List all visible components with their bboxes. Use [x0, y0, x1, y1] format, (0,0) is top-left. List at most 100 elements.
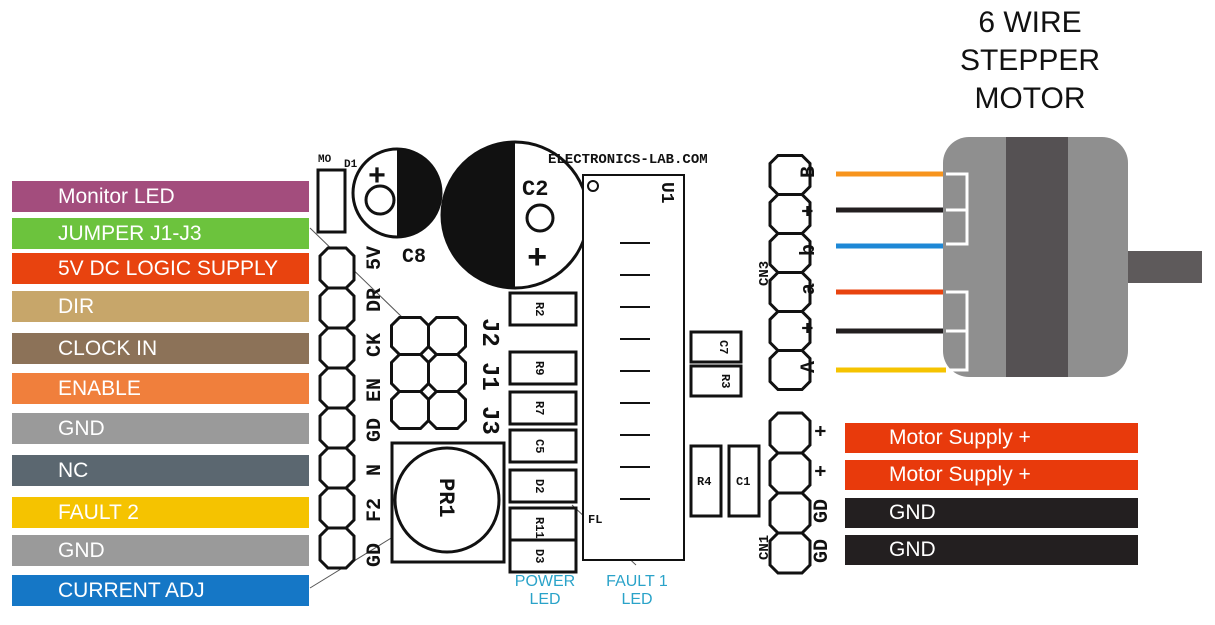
small-parts: [689, 330, 761, 518]
cn1-marks: + + GD GD: [811, 425, 834, 563]
svg-text:C7: C7: [716, 340, 730, 354]
cn1-pin: [768, 411, 812, 455]
left-header-pin: [318, 246, 356, 290]
svg-text:R2: R2: [532, 302, 546, 316]
svg-text:+: +: [527, 241, 547, 279]
part-d3: D3: [508, 538, 578, 574]
c8-text: C8: [402, 246, 426, 269]
left-header-pin: [318, 366, 356, 410]
jumper-pin: [427, 353, 467, 393]
svg-text:J2: J2: [475, 318, 502, 347]
jumper-pin: [427, 316, 467, 356]
part-d2: D2: [508, 468, 578, 504]
svg-text:+: +: [798, 322, 821, 334]
svg-text:a: a: [798, 283, 821, 295]
svg-text:CK: CK: [364, 333, 387, 357]
svg-text:C5: C5: [532, 439, 546, 453]
svg-text:N: N: [364, 464, 387, 476]
c8-capacitor: + C8: [351, 147, 443, 269]
motor-title: 6 WIRE STEPPER MOTOR: [959, 6, 1101, 115]
left-header: [318, 246, 356, 570]
part-r7: R7: [508, 390, 578, 426]
pin-label: NC: [12, 455, 309, 486]
svg-text:R9: R9: [532, 361, 546, 375]
supply-label: GND: [845, 498, 1138, 528]
svg-text:EN: EN: [364, 378, 387, 402]
d1-text: D1: [344, 159, 358, 171]
monitor-led-footprint: MO D1: [316, 154, 358, 234]
cn1-pin: [768, 491, 812, 535]
svg-text:D2: D2: [532, 479, 546, 493]
svg-text:A: A: [798, 361, 821, 373]
cn3-pin: [768, 349, 812, 391]
c2-capacitor: C2 +: [440, 140, 590, 290]
pin-label: CLOCK IN: [12, 333, 309, 364]
cn1-pin: [768, 451, 812, 495]
cn1-connector: [768, 411, 812, 575]
svg-text:GD: GD: [811, 539, 834, 563]
supply-label: GND: [845, 535, 1138, 565]
left-header-pin: [318, 286, 356, 330]
svg-text:FL: FL: [588, 513, 602, 527]
cn3-connector: [768, 154, 812, 391]
jumper-pin: [390, 390, 430, 430]
svg-text:R7: R7: [532, 401, 546, 415]
svg-text:J3: J3: [475, 406, 502, 435]
pin-label: ENABLE: [12, 373, 309, 404]
pr1-text: PR1: [433, 478, 458, 518]
svg-text:GD: GD: [811, 499, 834, 523]
svg-text:GD: GD: [364, 543, 387, 567]
svg-text:R11: R11: [532, 517, 546, 539]
c2-text: C2: [522, 177, 548, 202]
jumper-pin: [390, 316, 430, 356]
left-header-pin: [318, 486, 356, 530]
svg-text:b: b: [798, 244, 821, 256]
svg-text:C1: C1: [736, 475, 750, 489]
svg-text:CN1: CN1: [757, 535, 773, 560]
pin-label: CURRENT ADJ: [12, 575, 309, 606]
svg-text:F2: F2: [364, 498, 387, 522]
svg-text:R4: R4: [697, 475, 711, 489]
motor-wires: [836, 171, 946, 373]
svg-text:B: B: [798, 166, 821, 178]
svg-text:+: +: [811, 465, 834, 477]
pin-label: Monitor LED: [12, 181, 309, 212]
j-labels: J2 J1 J3: [475, 318, 502, 435]
svg-text:+: +: [368, 161, 386, 195]
stepper-motor: [943, 137, 1202, 377]
cn1-pin: [768, 531, 812, 575]
pin-label: GND: [12, 535, 309, 566]
pin-label: 5V DC LOGIC SUPPLY: [12, 253, 309, 284]
jumper-pin: [427, 390, 467, 430]
left-header-pin: [318, 406, 356, 450]
svg-text:+: +: [811, 425, 834, 437]
jumper-pin: [390, 353, 430, 393]
svg-text:R3: R3: [718, 374, 732, 388]
part-r2: R2: [508, 291, 578, 327]
part-r11: R11: [508, 506, 578, 542]
left-header-pin: [318, 326, 356, 370]
left-header-pin: [318, 446, 356, 490]
pin-label: JUMPER J1-J3: [12, 218, 309, 249]
svg-text:+: +: [798, 205, 821, 217]
pin-label: FAULT 2: [12, 497, 309, 528]
part-c5: C5: [508, 428, 578, 464]
u1-chip: U1: [582, 174, 685, 561]
svg-text:5V: 5V: [364, 246, 387, 270]
pin-label: DIR: [12, 291, 309, 322]
u1-text: U1: [656, 182, 676, 204]
pin-label: GND: [12, 413, 309, 444]
svg-text:D3: D3: [532, 549, 546, 563]
svg-text:CN3: CN3: [757, 261, 773, 286]
cn3-marks: B + b a + A: [798, 166, 821, 373]
part-r9: R9: [508, 350, 578, 386]
pr1-potentiometer: PR1: [390, 441, 506, 564]
svg-text:J1: J1: [475, 362, 502, 391]
supply-label: Motor Supply +: [845, 460, 1138, 490]
left-header-pin: [318, 526, 356, 570]
supply-label: Motor Supply +: [845, 423, 1138, 453]
